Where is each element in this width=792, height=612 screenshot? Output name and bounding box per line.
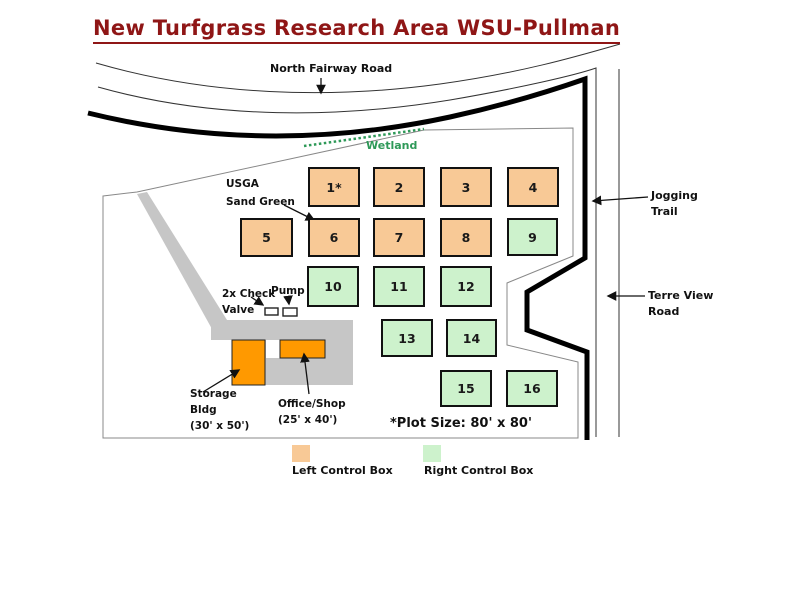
- jogging-trail-label: Jogging Trail: [651, 188, 698, 220]
- jogging-trail-line: [87, 75, 590, 440]
- storage-label-line1: Storage: [190, 388, 237, 400]
- legend-right-control-label: Right Control Box: [424, 464, 534, 477]
- north-fairway-road-lines: [95, 43, 621, 437]
- plot-10: 10: [307, 266, 359, 307]
- plot-15: 15: [440, 370, 492, 407]
- storage-building: [231, 339, 266, 386]
- usga-sand-green-arrow: [283, 204, 316, 221]
- plot-5: 5: [240, 218, 293, 257]
- pump-label: Pump: [271, 285, 305, 297]
- plot-4: 4: [507, 167, 559, 207]
- jogging-trail-arrow: [591, 195, 649, 206]
- plot-12: 12: [440, 266, 492, 307]
- office-label-line1: Office/Shop: [278, 398, 346, 410]
- office-shop-building: [279, 339, 326, 359]
- legend-left-control-swatch: [292, 445, 310, 462]
- legend-left-control-label: Left Control Box: [292, 464, 393, 477]
- check-valve-box: [264, 307, 279, 316]
- plot-7: 7: [373, 218, 425, 257]
- office-shop-label: Office/Shop (25' x 40'): [278, 396, 346, 428]
- terre-view-road-left-edge: [97, 67, 597, 437]
- plot-8: 8: [440, 218, 492, 257]
- jogging-trail-line2: Trail: [651, 205, 678, 218]
- storage-label-line3: (30' x 50'): [190, 420, 250, 432]
- wetland-dotted-line: [303, 127, 425, 148]
- storage-label-line2: Bldg: [190, 404, 217, 416]
- plot-2: 2: [373, 167, 425, 207]
- check-valve-arrow: [250, 296, 265, 306]
- storage-building-arrow: [202, 369, 241, 393]
- office-shop-arrow: [300, 352, 310, 395]
- plot-3: 3: [440, 167, 492, 207]
- check-valve-line1: 2x Check: [222, 288, 276, 300]
- storage-building-label: Storage Bldg (30' x 50'): [190, 386, 249, 434]
- pump-box: [282, 307, 298, 317]
- check-valve-label: 2x Check Valve: [222, 286, 275, 318]
- check-valve-line2: Valve: [222, 304, 255, 316]
- access-path: [137, 192, 227, 329]
- yard-gap: [266, 340, 280, 358]
- jogging-trail-line1: Jogging: [651, 189, 698, 202]
- usga-label-line2: Sand Green: [226, 196, 295, 208]
- legend-right-control-swatch: [423, 445, 441, 462]
- plot-size-note: *Plot Size: 80' x 80': [390, 416, 532, 431]
- plot-6: 6: [308, 218, 360, 257]
- plot-9: 9: [507, 218, 558, 256]
- office-label-line2: (25' x 40'): [278, 414, 338, 426]
- usga-label-line1: USGA: [226, 178, 259, 190]
- wetland-label: Wetland: [366, 139, 418, 152]
- terre-view-line2: Road: [648, 305, 680, 318]
- plot-14: 14: [446, 319, 497, 357]
- plot-13: 13: [381, 319, 433, 357]
- plot-1: 1*: [308, 167, 360, 207]
- plot-11: 11: [373, 266, 425, 307]
- terre-view-line1: Terre View: [648, 289, 714, 302]
- north-fairway-road-label: North Fairway Road: [270, 62, 393, 75]
- pump-arrow: [283, 295, 293, 306]
- page-title: New Turfgrass Research Area WSU-Pullman: [93, 16, 621, 44]
- usga-sand-green-label: USGA Sand Green: [226, 175, 295, 211]
- plot-16: 16: [506, 370, 558, 407]
- terre-view-road-label: Terre View Road: [648, 288, 713, 320]
